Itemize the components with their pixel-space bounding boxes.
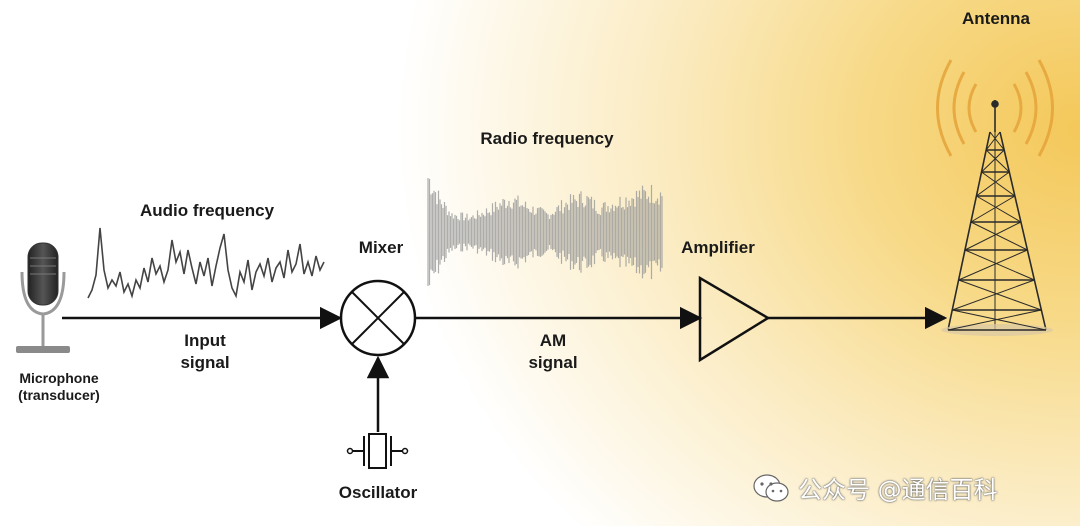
oscillator-crystal-icon <box>346 433 409 469</box>
oscillator-label: Oscillator <box>338 483 418 502</box>
microphone-label: Microphone (transducer) <box>0 370 118 404</box>
radio-frequency-waveform <box>427 178 663 286</box>
antenna-label: Antenna <box>962 9 1030 28</box>
input-signal-label-line2: signal <box>180 353 230 372</box>
watermark: 公众号 @通信百科 <box>752 470 998 505</box>
amplifier-label: Amplifier <box>681 238 755 257</box>
microphone-icon <box>16 242 70 353</box>
mixer-label: Mixer <box>358 238 404 257</box>
am-signal-label-line1: AM <box>539 331 567 350</box>
mixer-symbol <box>339 279 417 357</box>
audio-frequency-waveform <box>87 227 325 299</box>
am-signal-label-line2: signal <box>528 353 578 372</box>
am-signal-label: AM signal <box>508 330 598 374</box>
antenna-tower-icon <box>941 100 1053 336</box>
antenna-signal-rings <box>936 59 1054 157</box>
input-signal-label-line1: Input <box>184 331 226 350</box>
amplifier-symbol <box>698 275 771 363</box>
watermark-text: 公众号 @通信百科 <box>798 476 998 504</box>
microphone-label-line1: Microphone <box>19 370 99 386</box>
radio-frequency-label: Radio frequency <box>480 129 614 148</box>
audio-frequency-label: Audio frequency <box>139 201 275 220</box>
input-signal-label: Input signal <box>160 330 250 374</box>
wechat-icon <box>753 473 789 502</box>
microphone-label-line2: (transducer) <box>18 387 100 403</box>
